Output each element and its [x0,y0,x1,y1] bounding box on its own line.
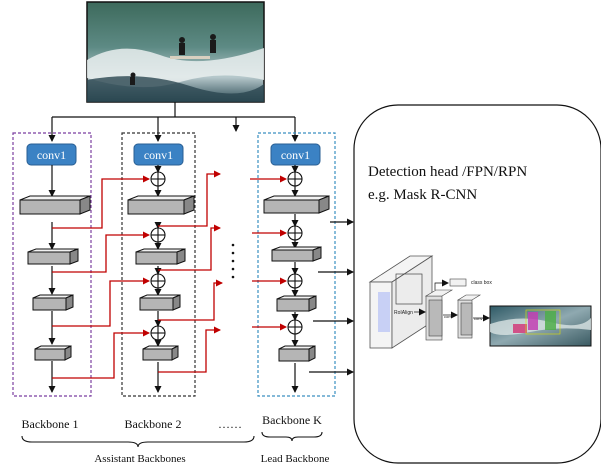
head-arrows [414,279,490,322]
backbone-k-stage-3 [276,295,317,312]
circled-plus-icon [150,325,166,341]
backbone-2-stage-2 [135,248,186,265]
backbone-k-label: Backbone K [262,413,322,427]
backbone-1-frame [12,132,92,397]
detection-head-panel: Detection head /FPN/RPN e.g. Mask R-CNN … [353,104,601,464]
detection-head-title: Detection head /FPN/RPN [368,164,527,180]
surfer-figures [130,34,216,85]
circled-plus-icon [287,225,303,241]
assistant-backbones-label: Assistant Backbones [94,453,185,465]
lead-backbone-label: Lead Backbone [261,453,330,465]
circled-plus-icon [287,273,303,289]
head-feature-blocks [424,289,482,341]
lead-brace [261,431,323,442]
backbone-1-label: Backbone 1 [22,417,79,431]
input-image [86,1,265,103]
class-box-head [449,278,467,287]
backbone-1-stage-2 [27,248,79,265]
circled-plus-icon [287,319,303,335]
backbone-2-stage-4 [142,345,179,361]
input-distribution [48,102,299,142]
composite-nodes [150,171,303,341]
backbone-2-label: Backbone 2 [125,417,182,431]
circled-plus-icon [150,171,166,187]
circled-plus-icon [150,273,166,289]
conv-label-b: conv [474,316,482,321]
circled-plus-icon [150,227,166,243]
lead-outputs [309,218,354,376]
circled-plus-icon [287,171,303,187]
class-box-label: class box [471,280,492,286]
composite-connections [52,170,287,379]
vertical-ellipsis [231,243,235,279]
conv1-box-1: conv1 [26,143,77,166]
conv1-box-k: conv1 [270,143,321,166]
backbone-2-frame [121,132,196,397]
backbone-2-stage-3 [139,294,181,311]
backbone-1-stage-4 [34,345,72,361]
backbone-k-stage-4 [278,345,316,362]
backbone-1-stage-1 [19,195,91,215]
conv1-box-2: conv1 [133,143,184,166]
roialign-label: RoIAlign [394,310,413,316]
svg-text:conv1: conv1 [144,148,173,162]
conv-label-a: conv [444,314,452,319]
stage-blocks [19,195,330,362]
output-image [489,305,592,347]
svg-text:conv1: conv1 [281,148,310,162]
svg-text:conv1: conv1 [37,148,66,162]
backbone-k-stage-1 [263,195,330,214]
detection-head-example: e.g. Mask R-CNN [368,187,477,203]
roialign-feature-map: RoIAlign [368,255,434,349]
assistant-brace [21,435,255,448]
backbone-2-stage-1 [127,195,195,215]
backbone-1-stage-3 [32,294,74,311]
horizontal-ellipsis: …… [218,417,242,431]
backbone-k-stage-2 [271,246,322,262]
